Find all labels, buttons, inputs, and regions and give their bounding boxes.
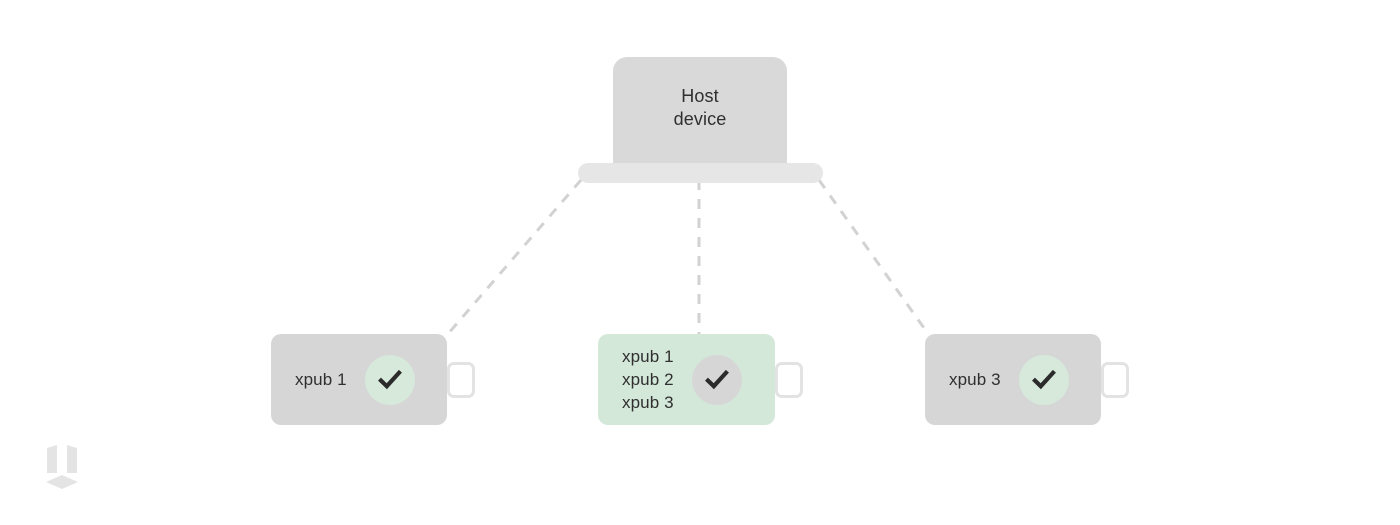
device-card-1[interactable]: xpub 1 <box>271 334 447 425</box>
host-device-label: Host device <box>673 86 727 129</box>
device-card-1-connector-nub[interactable] <box>447 362 475 398</box>
link-host-to-device-3 <box>817 179 931 336</box>
brand-logo <box>46 445 78 489</box>
device-card-1-status-badge <box>364 354 415 405</box>
host-device-screen <box>613 57 787 168</box>
device-card-1-content: xpub 1 <box>271 334 447 425</box>
device-card-3-status-badge <box>1018 354 1069 405</box>
isometric-cube-logo-icon <box>46 445 78 489</box>
check-icon <box>377 369 402 389</box>
device-card-1-label: xpub 1 <box>295 370 347 389</box>
device-card-3-label: xpub 3 <box>949 370 1001 389</box>
device-card-3[interactable]: xpub 3 <box>925 334 1101 425</box>
device-card-3-connector-nub[interactable] <box>1101 362 1129 398</box>
check-icon <box>704 369 729 389</box>
device-card-2-label: xpub 1 xpub 2 xpub 3 <box>622 347 674 412</box>
host-device-base <box>578 163 823 183</box>
check-icon <box>1031 369 1056 389</box>
device-card-2-connector-nub[interactable] <box>775 362 803 398</box>
link-host-to-device-1 <box>445 179 583 336</box>
device-card-2-content: xpub 1 xpub 2 xpub 3 <box>598 334 775 425</box>
host-device[interactable]: Host device <box>578 57 823 183</box>
device-card-2-status-badge <box>691 354 742 405</box>
device-card-3-content: xpub 3 <box>925 334 1101 425</box>
device-card-2[interactable]: xpub 1 xpub 2 xpub 3 <box>598 334 775 425</box>
